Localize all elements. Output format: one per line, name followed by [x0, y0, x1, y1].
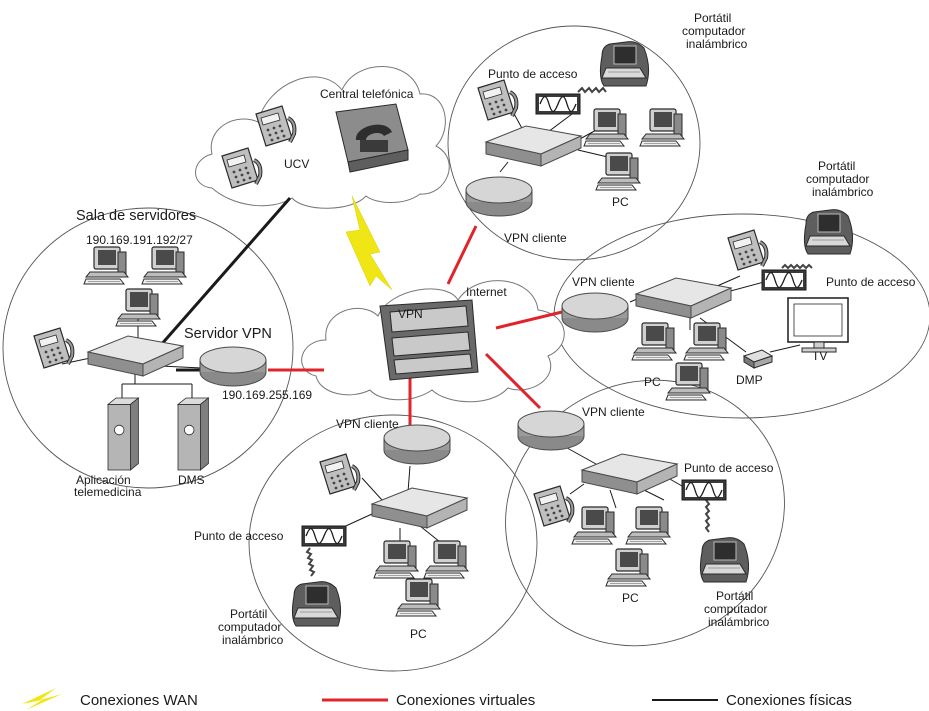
tv-label: TV — [812, 349, 827, 363]
sala-servidores-label: Sala de servidores — [76, 208, 196, 224]
telephone-icon — [532, 484, 575, 528]
telephone-icon — [726, 228, 769, 272]
punto-acceso-label: Punto de acceso — [488, 67, 578, 81]
site-bottom-circle — [248, 414, 538, 672]
vpn-label: VPN — [398, 307, 423, 321]
switch-icon — [371, 487, 468, 529]
legend-wan-label: Conexiones WAN — [80, 692, 198, 709]
punto-acceso-label: Punto de acceso — [826, 275, 916, 289]
inalambrico-label: inalámbrico — [812, 185, 874, 199]
switch-icon — [635, 277, 732, 319]
legend-wan-swatch — [22, 688, 62, 710]
telemedicina-label: telemedicina — [74, 485, 142, 499]
switch-icon — [581, 453, 678, 495]
laptop-icon — [291, 581, 342, 627]
internet-label: Internet — [466, 285, 507, 299]
legend-physical-label: Conexiones físicas — [726, 692, 852, 709]
telephone-icon — [32, 326, 75, 370]
laptop-icon — [699, 537, 750, 583]
aplicacion-label: Aplicación — [76, 473, 131, 487]
wan-lightning — [345, 195, 393, 291]
computador-label: computador — [218, 620, 281, 634]
dms-label: DMS — [178, 473, 205, 487]
pc-icon — [395, 578, 441, 617]
computador-label: computador — [704, 602, 767, 616]
dmp-icon — [742, 349, 774, 369]
vpn-client-router-icon — [517, 410, 585, 451]
pc-icon — [571, 506, 617, 545]
inalambrico-label: inalámbrico — [222, 633, 284, 647]
pc-icon — [639, 108, 685, 147]
pc-icon — [595, 152, 641, 191]
punto-acceso-label: Punto de acceso — [194, 529, 284, 543]
pc-icon — [141, 246, 187, 285]
pc-label: PC — [410, 627, 427, 641]
pbx-icon — [335, 103, 409, 173]
legend: Conexiones WAN Conexiones virtuales Cone… — [22, 688, 852, 710]
virtual-links — [268, 225, 563, 426]
wireless-links — [305, 86, 813, 577]
pc-label: PC — [622, 591, 639, 605]
dmp-label: DMP — [736, 373, 763, 387]
pc-icon — [605, 548, 651, 587]
vpn-cliente-label: VPN cliente — [336, 417, 399, 431]
portatil-label: Portátil — [230, 607, 267, 621]
switch-icon — [87, 335, 184, 377]
access-point-icon — [761, 269, 807, 291]
computador-label: computador — [682, 24, 745, 38]
computador-label: computador — [806, 172, 869, 186]
pc-icon — [423, 540, 469, 579]
telemedicina-server-icon — [107, 397, 139, 471]
switch-icon — [485, 125, 582, 167]
servidor-vpn-label: Servidor VPN — [184, 326, 272, 342]
access-point-icon — [681, 479, 727, 501]
site-bottom-right-circle — [505, 379, 785, 647]
sala-ip-label: 190.169.191.192/27 — [86, 233, 193, 247]
portatil-label: Portátil — [694, 11, 731, 25]
access-point-icon — [535, 93, 581, 115]
inalambrico-label: inalámbrico — [708, 615, 770, 629]
vpn-cliente-label: VPN cliente — [572, 275, 635, 289]
vpn-server-router-icon — [199, 346, 267, 387]
pc-label: PC — [644, 375, 661, 389]
telephone-icon — [318, 452, 361, 496]
laptop-icon — [599, 41, 650, 87]
pc-icon — [631, 322, 677, 361]
telephone-icon — [476, 78, 519, 122]
portatil-label: Portátil — [716, 589, 753, 603]
pc-icon — [83, 246, 129, 285]
central-telefonica-label: Central telefónica — [320, 87, 414, 101]
laptop-icon — [803, 209, 854, 255]
pc-icon — [373, 540, 419, 579]
legend-virtual-label: Conexiones virtuales — [396, 692, 535, 709]
vpn-gateway-icon — [379, 299, 479, 381]
vpn-cliente-label: VPN cliente — [582, 405, 645, 419]
pc-icon — [683, 322, 729, 361]
tv-icon — [787, 297, 849, 353]
portatil-label: Portátil — [818, 159, 855, 173]
ucv-label: UCV — [284, 157, 309, 171]
vpn-client-router-icon — [465, 176, 533, 217]
punto-acceso-label: Punto de acceso — [684, 461, 774, 475]
pc-icon — [583, 108, 629, 147]
pc-label: PC — [612, 195, 629, 209]
servidor-ip-label: 190.169.255.169 — [222, 388, 312, 402]
site-top-circle — [447, 25, 701, 261]
inalambrico-label: inalámbrico — [686, 37, 748, 51]
dms-server-icon — [177, 397, 209, 471]
vpn-client-router-icon — [561, 292, 629, 333]
pc-icon — [625, 506, 671, 545]
physical-link-ucv — [158, 197, 292, 347]
sala-servidores-circle — [2, 207, 294, 489]
vpn-cliente-label: VPN cliente — [504, 231, 567, 245]
access-point-icon — [301, 525, 347, 547]
